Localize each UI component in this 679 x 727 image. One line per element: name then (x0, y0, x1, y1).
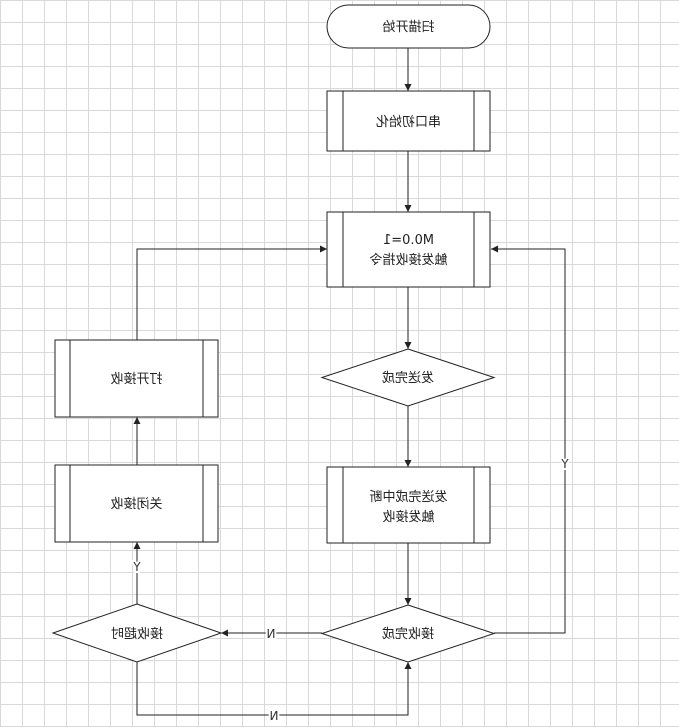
edge-label-no-to-recv-done: N (270, 709, 279, 723)
interrupt-node: 发送完成中断 触发接收 (326, 466, 491, 544)
start-label: 扫描开始 (382, 20, 434, 35)
init-node: 串口初始化 (326, 90, 491, 152)
open-recv-label: 打开接收 (110, 371, 162, 387)
close-recv-label: 关闭接收 (110, 496, 162, 512)
trigger-label-line2: 触发接收指令 (369, 252, 447, 268)
init-label: 串口初始化 (376, 115, 441, 130)
recv-done-decision: 接收完成 (320, 604, 496, 663)
edge-timeout-no-to-recv-done (136, 662, 412, 716)
recv-timeout-decision: 接收超时 (51, 603, 223, 663)
close-recv-node: 关闭接收 (54, 464, 219, 543)
interrupt-label-line2: 触发接收 (382, 509, 434, 525)
edges (133, 48, 566, 716)
trigger-label-line1: M0.0=1 (383, 233, 434, 248)
recv-timeout-label: 接收超时 (111, 626, 163, 642)
interrupt-label-line1: 发送完成中断 (369, 489, 447, 505)
send-done-label: 发送完成 (382, 370, 434, 386)
start-node: 扫描开始 (326, 4, 491, 49)
edge-recv-done-yes-loop (491, 245, 566, 634)
edge-label-yes-loop: Y (561, 457, 570, 471)
edge-open-to-trigger (136, 245, 327, 340)
trigger-node: M0.0=1 触发接收指令 (326, 211, 491, 288)
open-recv-node: 打开接收 (54, 339, 219, 418)
send-done-decision: 发送完成 (320, 348, 496, 407)
recv-done-label: 接收完成 (382, 626, 434, 642)
edge-label-no-to-timeout: N (267, 627, 276, 641)
edge-label-yes-to-close: Y (133, 560, 142, 574)
